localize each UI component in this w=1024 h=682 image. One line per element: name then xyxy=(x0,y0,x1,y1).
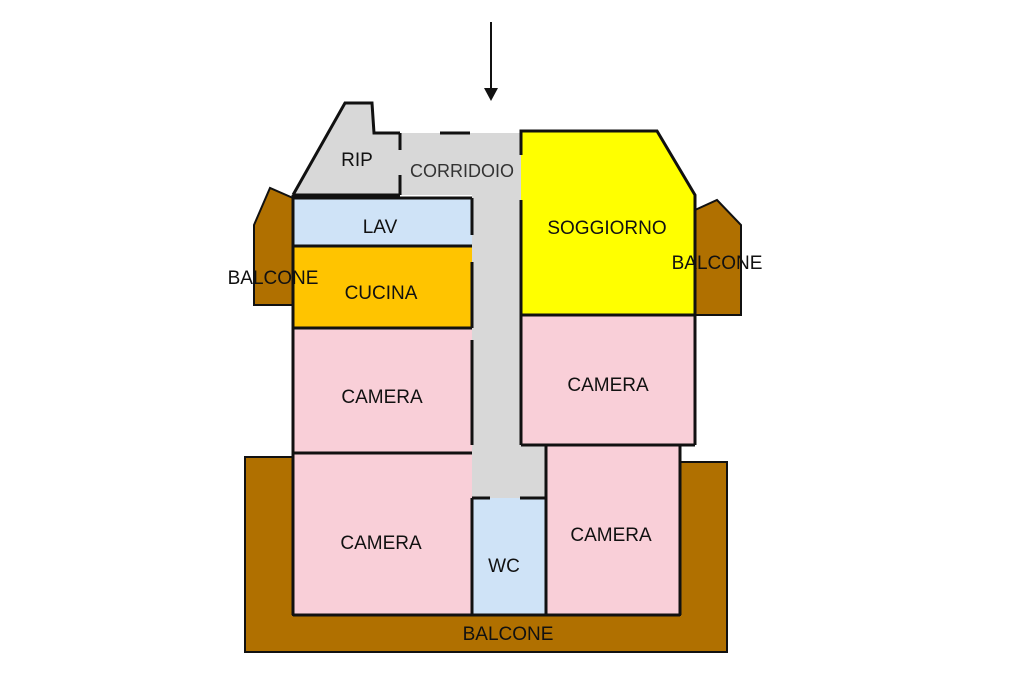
label-wc: WC xyxy=(488,556,520,577)
label-balcone-left: BALCONE xyxy=(228,268,319,289)
label-balcone-bottom: BALCONE xyxy=(463,624,554,645)
label-soggiorno: SOGGIORNO xyxy=(547,218,666,239)
label-camera-bottom-left: CAMERA xyxy=(340,533,422,554)
label-balcone-right: BALCONE xyxy=(672,253,763,274)
label-corridoio: CORRIDOIO xyxy=(410,161,514,181)
label-lav: LAV xyxy=(363,217,398,238)
cucina-area xyxy=(293,246,472,328)
label-rip: RIP xyxy=(341,150,373,171)
soggiorno-area xyxy=(521,131,695,315)
label-camera-mid-left: CAMERA xyxy=(341,387,423,408)
label-camera-mid-right: CAMERA xyxy=(567,375,649,396)
camera-bottom-right-area xyxy=(546,445,680,615)
label-camera-bottom-right: CAMERA xyxy=(570,525,652,546)
lav-area xyxy=(293,198,472,246)
camera-mid-right-area xyxy=(521,315,695,445)
arrow-down-icon xyxy=(484,22,498,101)
corridoio-area xyxy=(293,103,546,498)
camera-bottom-left-area xyxy=(293,453,472,615)
camera-mid-left-area xyxy=(293,328,472,453)
wc-area xyxy=(472,498,546,615)
walls xyxy=(291,101,697,617)
label-cucina: CUCINA xyxy=(345,283,418,304)
